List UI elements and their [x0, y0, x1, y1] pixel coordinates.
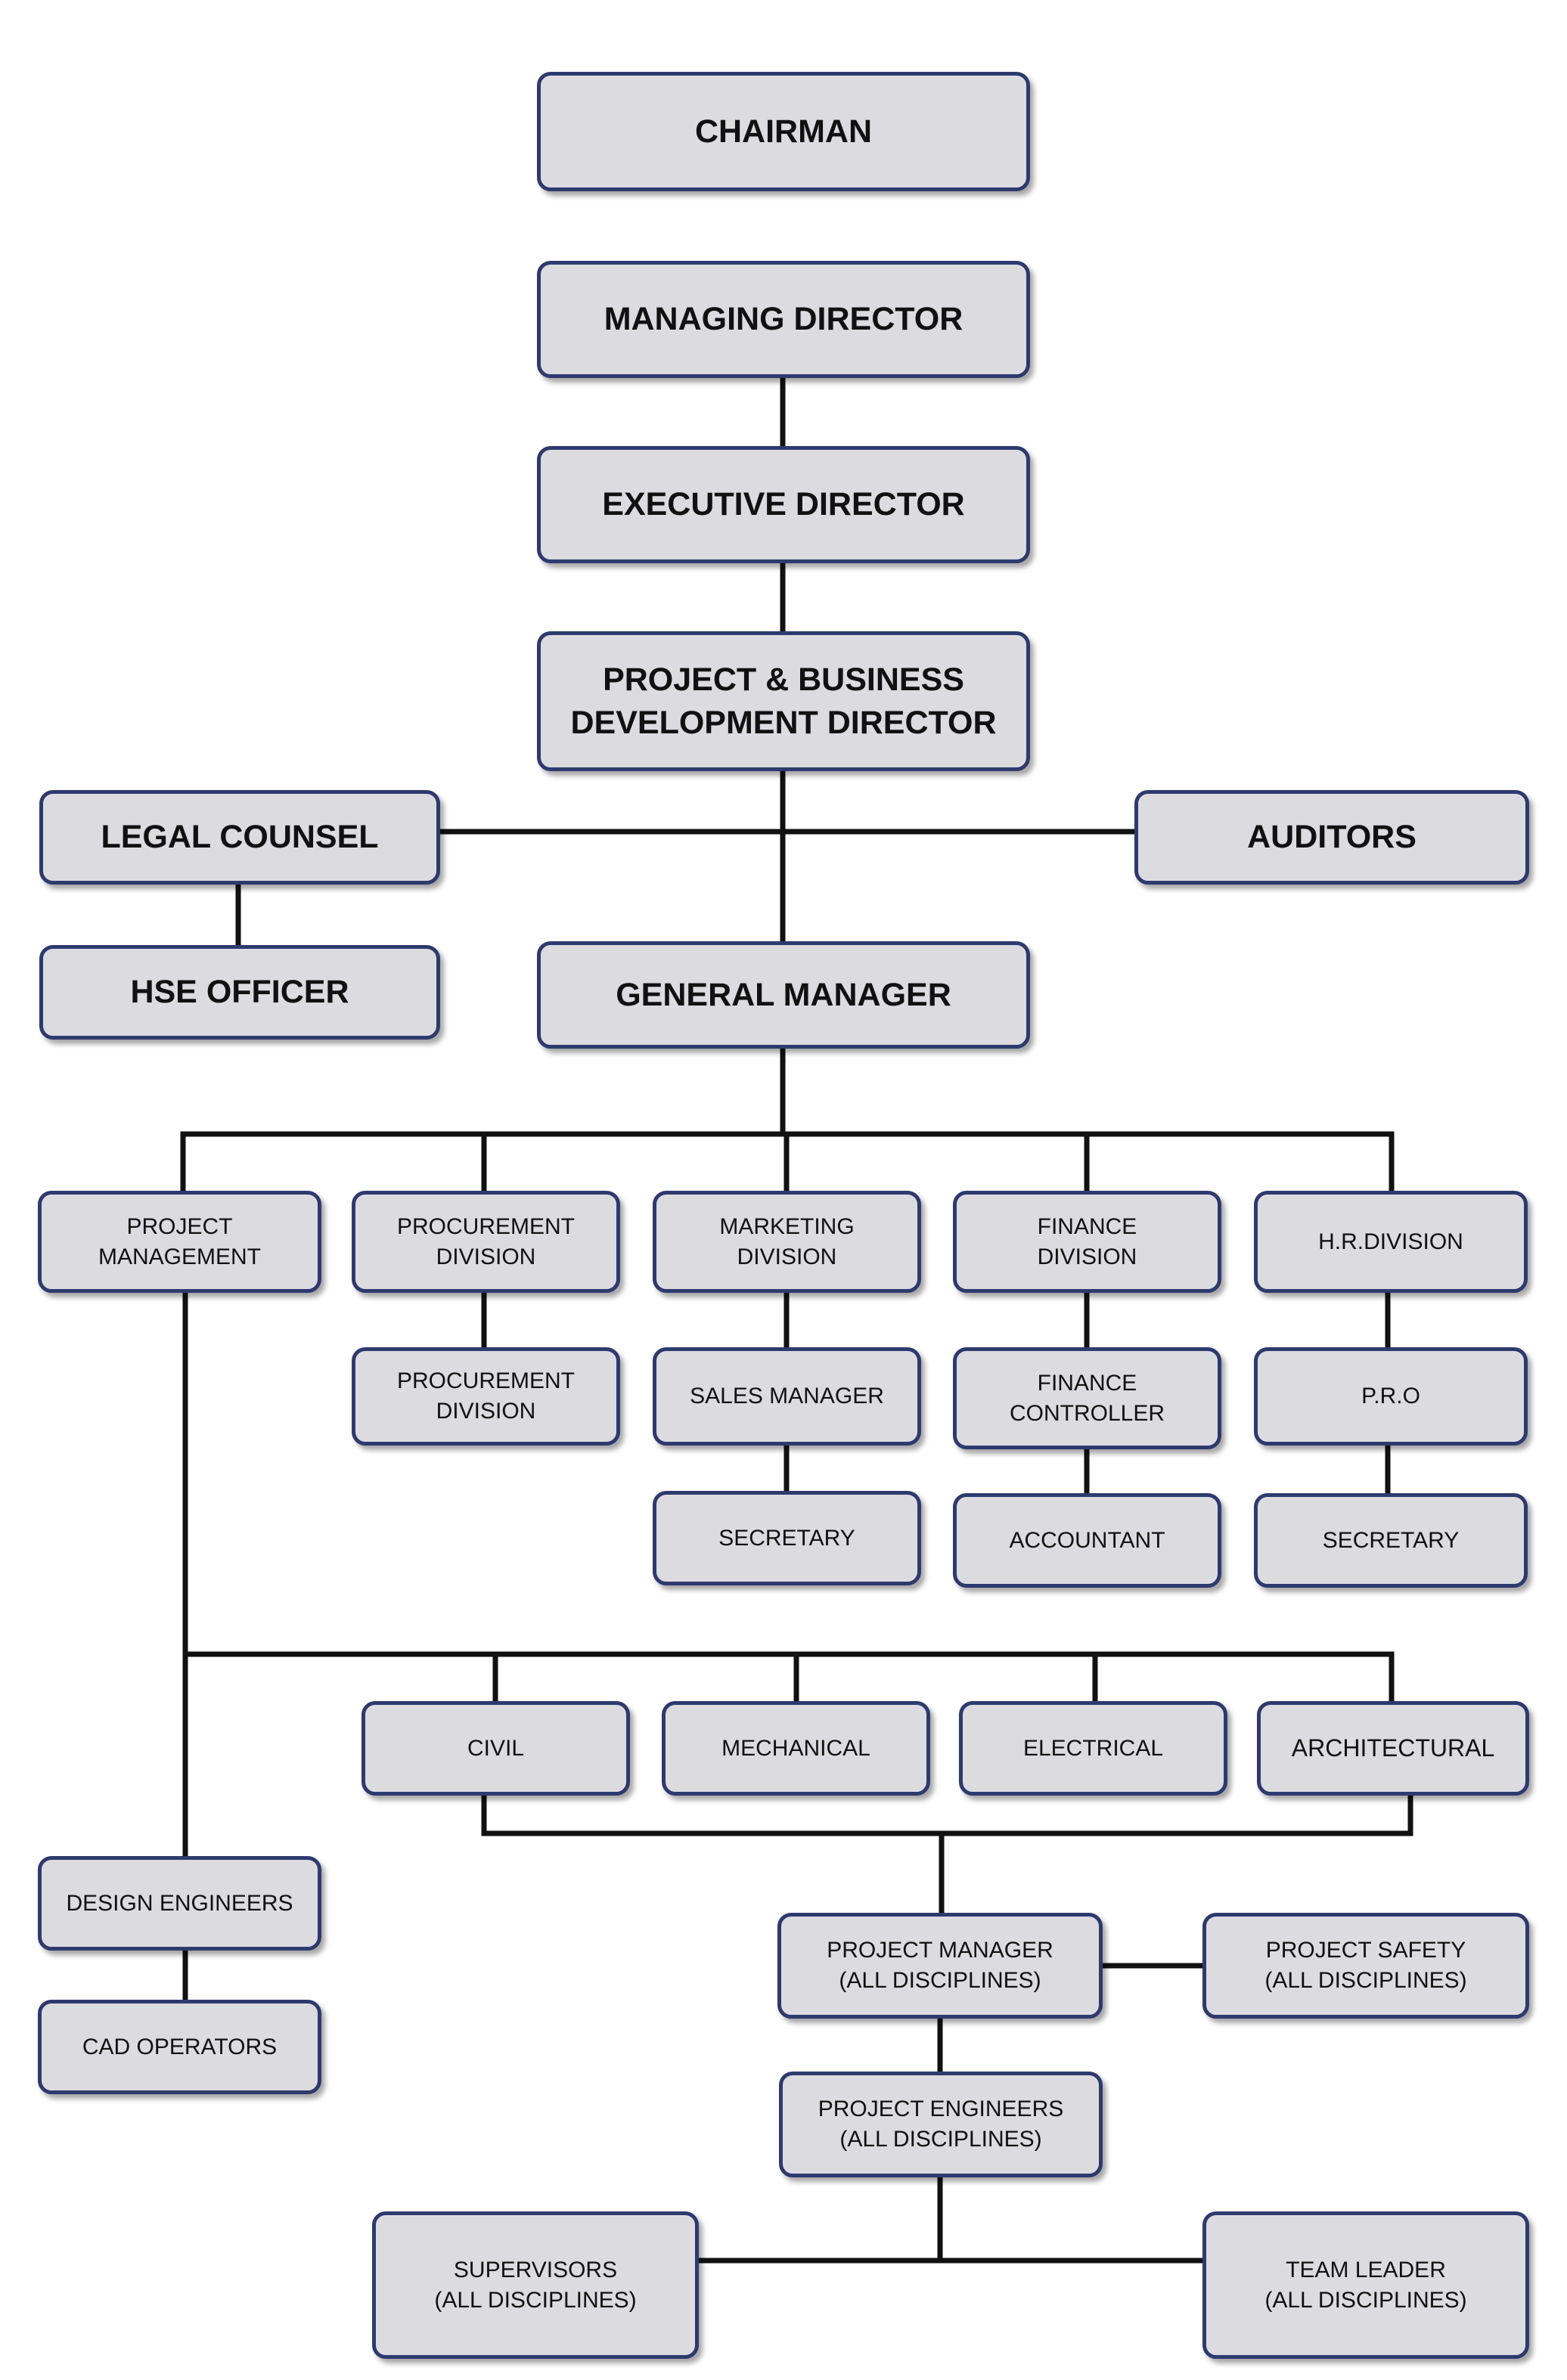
node-project-management: PROJECT MANAGEMENT [38, 1191, 321, 1293]
node-team-leader: TEAM LEADER (ALL DISCIPLINES) [1202, 2211, 1529, 2359]
node-general-manager: GENERAL MANAGER [537, 941, 1030, 1049]
node-sales-manager: SALES MANAGER [653, 1347, 921, 1446]
node-project-safety: PROJECT SAFETY (ALL DISCIPLINES) [1202, 1913, 1529, 2019]
node-marketing-secretary: SECRETARY [653, 1491, 921, 1585]
node-pro: P.R.O [1254, 1347, 1528, 1446]
node-hr-division: H.R.DIVISION [1254, 1191, 1528, 1293]
node-auditors: AUDITORS [1134, 790, 1529, 885]
node-project-engineers: PROJECT ENGINEERS (ALL DISCIPLINES) [779, 2072, 1103, 2177]
node-supervisors: SUPERVISORS (ALL DISCIPLINES) [372, 2211, 699, 2359]
node-hr-secretary: SECRETARY [1254, 1493, 1528, 1588]
node-accountant: ACCOUNTANT [953, 1493, 1221, 1588]
node-project-manager: PROJECT MANAGER (ALL DISCIPLINES) [777, 1913, 1103, 2019]
node-procurement-division: PROCUREMENT DIVISION [352, 1191, 620, 1293]
node-cad-operators: CAD OPERATORS [38, 2000, 321, 2094]
node-marketing-division: MARKETING DIVISION [653, 1191, 921, 1293]
node-design-engineers: DESIGN ENGINEERS [38, 1856, 321, 1951]
node-civil: CIVIL [361, 1701, 630, 1796]
node-pbd-director: PROJECT & BUSINESS DEVELOPMENT DIRECTOR [537, 631, 1030, 771]
node-procurement-division-2: PROCUREMENT DIVISION [352, 1347, 620, 1446]
node-electrical: ELECTRICAL [959, 1701, 1227, 1796]
node-finance-controller: FINANCE CONTROLLER [953, 1347, 1221, 1449]
node-managing-director: MANAGING DIRECTOR [537, 261, 1030, 378]
node-chairman: CHAIRMAN [537, 72, 1030, 191]
node-hse-officer: HSE OFFICER [39, 945, 440, 1040]
node-mechanical: MECHANICAL [662, 1701, 930, 1796]
node-executive-director: EXECUTIVE DIRECTOR [537, 446, 1030, 563]
node-finance-division: FINANCE DIVISION [953, 1191, 1221, 1293]
node-architectural: ARCHITECTURAL [1257, 1701, 1529, 1796]
discipline-bracket [481, 1793, 1413, 1870]
node-legal-counsel: LEGAL COUNSEL [39, 790, 440, 885]
